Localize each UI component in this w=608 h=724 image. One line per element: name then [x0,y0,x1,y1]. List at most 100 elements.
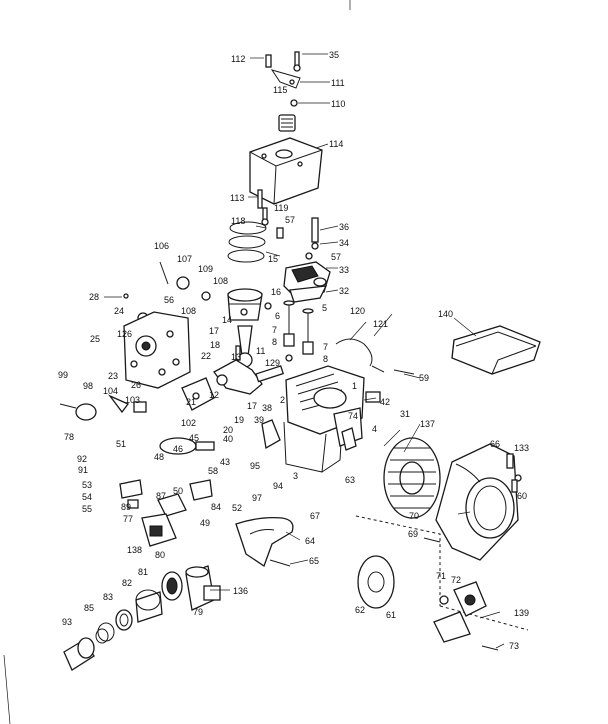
ignition-parts [157,479,213,517]
callout-81: 81 [138,567,148,577]
callout-33: 33 [339,265,349,275]
callout-79: 79 [193,607,203,617]
callout-121: 121 [373,319,388,329]
callout-113: 113 [230,193,244,203]
callout-137: 137 [420,419,435,429]
callout-28: 28 [89,292,99,302]
callout-112: 112 [231,54,245,64]
leader-lines [104,53,505,649]
callout-39: 39 [254,415,264,425]
callout-12: 12 [209,390,219,400]
callout-31: 31 [400,409,410,419]
callout-57: 57 [331,252,341,262]
callout-64: 64 [305,536,315,546]
callout-46: 46 [173,444,183,454]
callout-103: 103 [125,395,140,405]
callout-48: 48 [154,452,164,462]
breaker-points [119,479,143,509]
callout-73: 73 [509,641,519,651]
callout-55: 55 [82,504,92,514]
callout-36: 36 [339,222,349,232]
callout-114: 114 [329,139,343,149]
carburetor [283,261,331,303]
callout-97: 97 [252,493,262,503]
governor-gear [159,437,215,455]
callout-69: 69 [408,529,418,539]
callout-139: 139 [514,608,529,618]
callout-17: 17 [247,401,257,411]
callout-110: 110 [331,99,345,109]
callout-70: 70 [409,511,419,521]
housing-fasteners [506,453,522,493]
callout-77: 77 [123,514,133,524]
callout-5: 5 [322,303,327,313]
bolt [59,403,77,409]
callout-102: 102 [181,418,196,428]
callout-140: 140 [438,309,453,319]
callout-7: 7 [272,325,277,335]
callout-2: 2 [280,395,285,405]
blower-housing [435,443,519,561]
bolt [269,559,291,567]
callout-60: 60 [517,491,527,501]
callout-71: 71 [436,571,446,581]
callout-23: 23 [108,371,118,381]
base-plate [181,377,215,411]
callout-14: 14 [222,315,232,325]
callout-91: 91 [78,465,88,475]
callout-61: 61 [386,610,396,620]
callout-20: 20 [223,425,233,435]
callout-98: 98 [83,381,93,391]
callout-72: 72 [451,575,461,585]
callout-119: 119 [274,203,288,213]
crankshaft [213,359,285,395]
callout-17: 17 [209,326,219,336]
callout-65: 65 [309,556,319,566]
callout-80: 80 [155,550,165,560]
callout-136: 136 [233,586,248,596]
callout-40: 40 [223,434,233,444]
callout-54: 54 [82,492,92,502]
callout-111: 111 [331,78,345,88]
bolt [423,537,441,543]
callout-83: 83 [103,592,113,602]
callout-16: 16 [271,287,281,297]
governor-spring [335,338,373,367]
callout-108: 108 [213,276,228,286]
callout-99: 99 [58,370,68,380]
callout-129: 129 [265,358,280,368]
callout-108: 108 [181,306,196,316]
callout-107: 107 [177,254,192,264]
callout-11: 11 [256,346,265,356]
breather [333,391,381,447]
callout-15: 15 [268,254,278,264]
callout-24: 24 [114,306,124,316]
callout-8: 8 [323,354,328,364]
callout-118: 118 [231,216,245,226]
callout-133: 133 [514,443,529,453]
callout-51: 51 [116,439,126,449]
callout-34: 34 [339,238,349,248]
callout-38: 38 [262,403,272,413]
oil-sump [235,516,294,567]
drain-parts [75,394,147,421]
screen-outline [355,515,441,606]
callout-95: 95 [250,461,260,471]
callout-22: 22 [201,351,211,361]
callout-89: 89 [121,502,131,512]
callout-67: 67 [310,511,320,521]
callout-94: 94 [273,481,283,491]
bolt [481,645,499,651]
callout-57: 57 [285,215,295,225]
callout-58: 58 [208,466,218,476]
callout-74: 74 [348,411,358,421]
tank-bolts [257,189,284,239]
callout-42: 42 [380,397,390,407]
crankcase-cover [123,311,191,389]
callout-87: 87 [156,491,166,501]
carburetor-hardware [305,217,319,260]
callout-7: 7 [323,342,328,352]
callout-138: 138 [127,545,142,555]
